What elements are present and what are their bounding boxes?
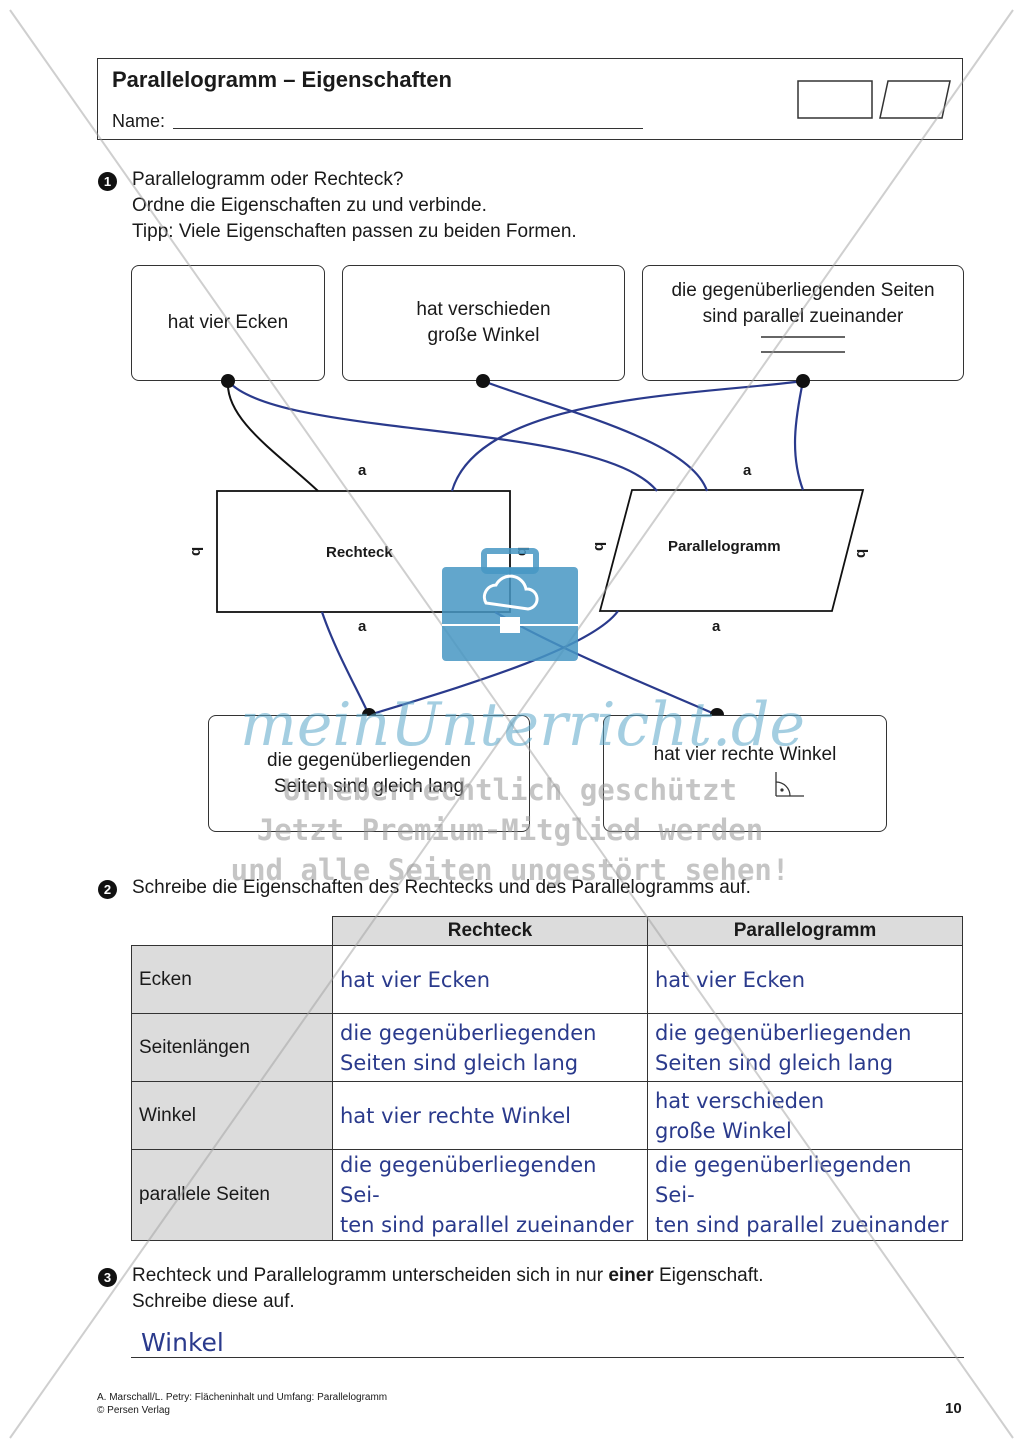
- side-label-a: a: [358, 618, 367, 635]
- table-corner: [131, 916, 333, 946]
- task3-text: Eigenschaft.: [653, 1265, 764, 1286]
- row-label: parallele Seiten: [131, 1149, 333, 1241]
- parallelogram-label: Parallelogramm: [668, 538, 781, 555]
- answer-text: hat verschieden: [655, 1088, 825, 1113]
- watermark-line: Jetzt Premium-Mitglied werden: [256, 813, 764, 847]
- side-label-b: b: [591, 541, 609, 552]
- connection-dot[interactable]: [796, 374, 810, 388]
- row-label: Ecken: [131, 945, 333, 1014]
- answer-text: Seiten sind gleich lang: [655, 1050, 894, 1075]
- properties-table: Rechteck Parallelogramm Ecken hat vier E…: [131, 916, 963, 1241]
- answer-text: die gegenüberliegenden Sei-: [655, 1153, 912, 1207]
- table-row: Seitenlängen die gegenüberliegenden Seit…: [131, 1013, 963, 1082]
- answer-text: hat vier Ecken: [655, 967, 806, 992]
- task3-answer[interactable]: Winkel: [141, 1328, 224, 1357]
- table-row: parallele Seiten die gegenüberliegenden …: [131, 1149, 963, 1241]
- row-label: Winkel: [131, 1081, 333, 1150]
- task3-instructions: Rechteck und Parallelogramm unterscheide…: [132, 1263, 764, 1315]
- table-row: Ecken hat vier Ecken hat vier Ecken: [131, 945, 963, 1014]
- connection-line: [482, 379, 709, 492]
- connection-line: [227, 380, 658, 492]
- task3-bold-text: einer: [608, 1265, 654, 1286]
- side-label-a: a: [743, 462, 752, 479]
- answer-line: [131, 1357, 964, 1358]
- answer-text: große Winkel: [655, 1118, 792, 1143]
- rectangle-label: Rechteck: [326, 544, 393, 561]
- answer-cell[interactable]: die gegenüberliegenden Sei- ten sind par…: [647, 1149, 963, 1241]
- watermark-text: Urheberrechtlich geschützt Jetzt Premium…: [230, 770, 790, 890]
- side-label-b: b: [188, 546, 206, 557]
- side-label-a: a: [712, 618, 721, 635]
- task-number-2: 2: [98, 880, 117, 899]
- answer-text: ten sind parallel zueinander: [340, 1213, 634, 1237]
- answer-cell[interactable]: die gegenüberliegenden Seiten sind gleic…: [332, 1013, 648, 1082]
- task-number-3: 3: [98, 1268, 117, 1287]
- connection-dot[interactable]: [221, 374, 235, 388]
- answer-cell[interactable]: die gegenüberliegenden Seiten sind gleic…: [647, 1013, 963, 1082]
- column-header: Rechteck: [332, 916, 648, 946]
- task3-text: Rechteck und Parallelogramm unterscheide…: [132, 1265, 609, 1286]
- answer-text: ten sind parallel zueinander: [655, 1213, 949, 1237]
- connection-line: [226, 380, 319, 492]
- answer-cell[interactable]: hat vier rechte Winkel: [332, 1081, 648, 1150]
- answer-text: die gegenüberliegenden Sei-: [340, 1153, 597, 1207]
- answer-cell[interactable]: hat vier Ecken: [647, 945, 963, 1014]
- table-row: Winkel hat vier rechte Winkel hat versch…: [131, 1081, 963, 1150]
- answer-text: hat vier rechte Winkel: [340, 1103, 571, 1128]
- column-header: Parallelogramm: [647, 916, 963, 946]
- side-label-b: b: [853, 548, 871, 559]
- watermark-line: und alle Seiten ungestört sehen!: [230, 853, 790, 887]
- watermark-line: Urheberrechtlich geschützt: [283, 773, 737, 807]
- answer-text: die gegenüberliegenden: [655, 1020, 912, 1045]
- task3-line: Schreibe diese auf.: [132, 1291, 295, 1312]
- side-label-a: a: [358, 462, 367, 479]
- table-header-row: Rechteck Parallelogramm: [131, 916, 963, 946]
- answer-text: hat vier Ecken: [340, 967, 491, 992]
- answer-text: die gegenüberliegenden: [340, 1020, 597, 1045]
- row-label: Seitenlängen: [131, 1013, 333, 1082]
- watermark-brand: meinUnterricht.de: [240, 690, 805, 760]
- answer-text: Seiten sind gleich lang: [340, 1050, 579, 1075]
- connection-line: [793, 380, 805, 491]
- side-label-b: b: [514, 546, 532, 557]
- task3-line: Rechteck und Parallelogramm unterscheide…: [132, 1263, 764, 1289]
- connection-dot[interactable]: [476, 374, 490, 388]
- footer-credits: A. Marschall/L. Petry: Flächeninhalt und…: [97, 1391, 387, 1417]
- answer-cell[interactable]: die gegenüberliegenden Sei- ten sind par…: [332, 1149, 648, 1241]
- footer-publisher: © Persen Verlag: [97, 1405, 170, 1416]
- page-number: 10: [945, 1400, 962, 1417]
- answer-cell[interactable]: hat vier Ecken: [332, 945, 648, 1014]
- footer-authors: A. Marschall/L. Petry: Flächeninhalt und…: [97, 1392, 388, 1403]
- answer-cell[interactable]: hat verschieden große Winkel: [647, 1081, 963, 1150]
